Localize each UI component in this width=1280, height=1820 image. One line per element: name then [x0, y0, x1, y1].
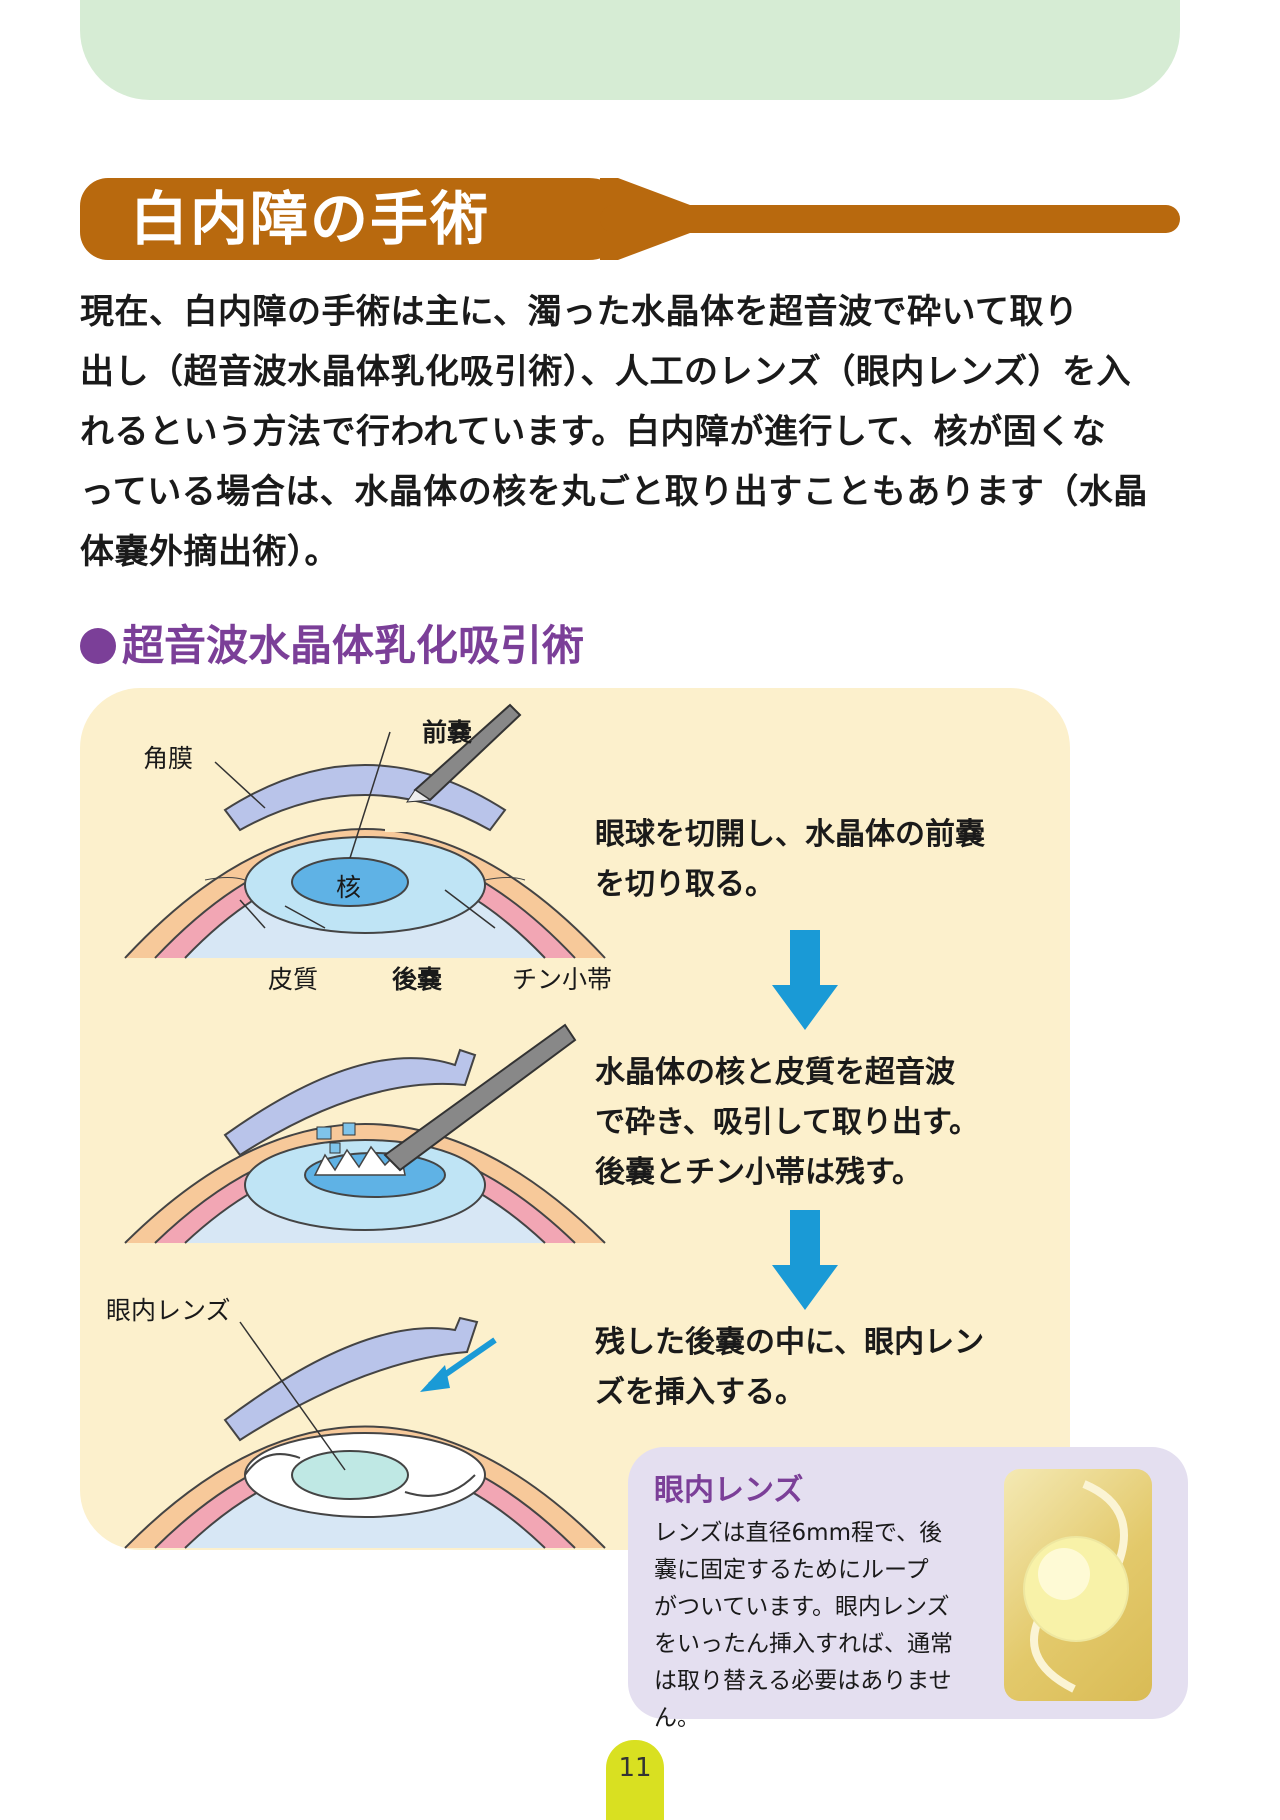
info-line: レンズは直径6mm程で、後 [654, 1520, 943, 1546]
section-header: 白内障の手術 [80, 178, 1180, 260]
info-line: は取り替える必要はありません。 [654, 1668, 952, 1731]
step-2-text: 水晶体の核と皮質を超音波 で砕き、吸引して取り出す。 後嚢とチン小帯は残す。 [595, 1048, 1055, 1198]
intro-line: 体嚢外摘出術）。 [80, 532, 339, 572]
header-rule [600, 205, 1180, 233]
info-body: レンズは直径6mm程で、後 嚢に固定するためにループ がついています。眼内レンズ… [654, 1515, 974, 1737]
header-pill [80, 178, 630, 260]
subheading: 超音波水晶体乳化吸引術 [80, 618, 584, 674]
page-number: 11 [606, 1740, 664, 1820]
intro-line: っている場合は、水晶体の核を丸ごと取り出すこともあります（水晶 [80, 472, 1148, 512]
down-arrow-icon [770, 1210, 840, 1314]
bullet-icon [80, 628, 116, 664]
label-iol: 眼内レンズ [106, 1296, 231, 1325]
down-arrow-icon [770, 930, 840, 1034]
intro-line: 出し（超音波水晶体乳化吸引術）、人工のレンズ（眼内レンズ）を入 [80, 352, 1132, 392]
info-line: がついています。眼内レンズ [654, 1594, 950, 1620]
intro-line: 現在、白内障の手術は主に、濁った水晶体を超音波で砕いて取り [80, 292, 1079, 332]
eye-diagram-step3 [115, 1310, 615, 1550]
iol-info-box: 眼内レンズ レンズは直径6mm程で、後 嚢に固定するためにループ がついています… [628, 1447, 1188, 1731]
step-line: で砕き、吸引して取り出す。 [595, 1105, 979, 1140]
info-line: 嚢に固定するためにループ [654, 1557, 929, 1583]
label-zonule: チン小帯 [512, 965, 613, 994]
label-cornea: 角膜 [143, 744, 194, 773]
intro-line: れるという方法で行われています。白内障が進行して、核が固くな [80, 412, 1107, 452]
step-1-text: 眼球を切開し、水晶体の前嚢 を切り取る。 [595, 810, 1055, 910]
step-line: 眼球を切開し、水晶体の前嚢 [595, 817, 985, 852]
eye-diagram-step1 [115, 690, 615, 970]
section-title: 白内障の手術 [130, 185, 491, 253]
label-anterior-capsule: 前嚢 [422, 718, 473, 747]
step-line: 後嚢とチン小帯は残す。 [595, 1155, 922, 1190]
step-line: 残した後嚢の中に、眼内レン [595, 1325, 985, 1360]
label-posterior-capsule: 後嚢 [392, 965, 443, 994]
step-line: を切り取る。 [595, 867, 775, 902]
step-3-text: 残した後嚢の中に、眼内レン ズを挿入する。 [595, 1318, 1055, 1418]
intro-paragraph: 現在、白内障の手術は主に、濁った水晶体を超音波で砕いて取り 出し（超音波水晶体乳… [80, 282, 1180, 582]
top-decorative-band [80, 0, 1180, 100]
step-line: 水晶体の核と皮質を超音波 [595, 1055, 955, 1090]
info-title: 眼内レンズ [654, 1473, 804, 1508]
info-line: をいったん挿入すれば、通常 [654, 1631, 953, 1657]
subheading-text: 超音波水晶体乳化吸引術 [122, 621, 585, 670]
eye-diagram-step2 [115, 1015, 615, 1245]
step-line: ズを挿入する。 [595, 1375, 805, 1410]
label-nucleus: 核 [336, 873, 362, 902]
label-cortex: 皮質 [268, 965, 319, 994]
intraocular-lens-photo [1004, 1469, 1152, 1701]
